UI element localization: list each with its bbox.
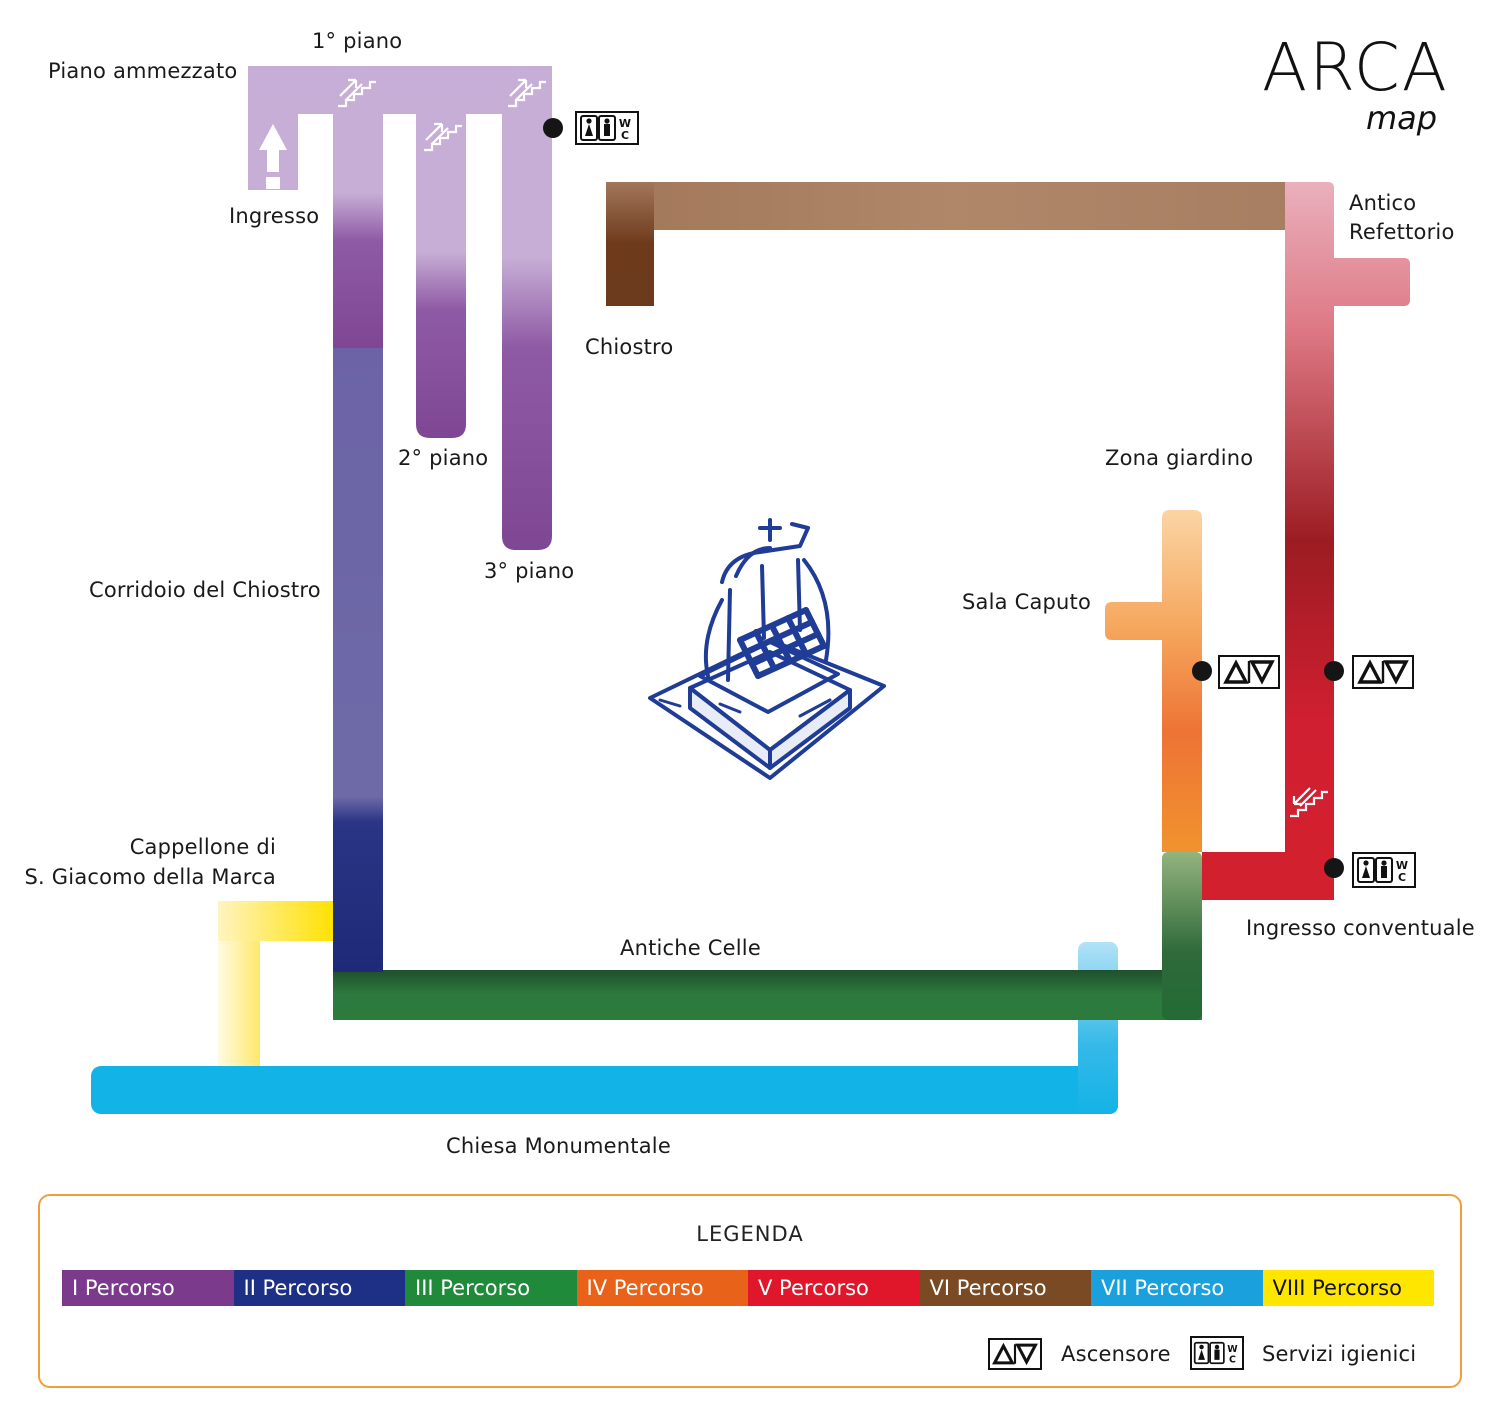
route-i-path	[248, 66, 552, 550]
legend-route-i: I Percorso	[62, 1270, 234, 1306]
svg-text:W: W	[619, 117, 631, 130]
legend-panel	[38, 1194, 1462, 1388]
label-chiesa-monumentale: Chiesa Monumentale	[446, 1134, 671, 1158]
svg-text:C: C	[621, 129, 629, 142]
svg-text:C: C	[1398, 871, 1406, 884]
toilet-icon: W C	[1352, 852, 1416, 888]
monument-icon	[648, 518, 886, 780]
label-chiostro: Chiostro	[585, 335, 674, 359]
route-viii-path	[218, 901, 334, 1066]
entrance-arrow-icon	[259, 124, 287, 189]
label-refettorio: Refettorio	[1349, 220, 1455, 244]
brand-title: ARCA	[1262, 29, 1449, 106]
legend-route-ii: II Percorso	[233, 1270, 405, 1306]
legend-route-iii: III Percorso	[405, 1270, 577, 1306]
label-ingresso: Ingresso	[229, 204, 320, 228]
label-sala-caputo: Sala Caputo	[962, 590, 1092, 614]
label-corridoio-chiostro: Corridoio del Chiostro	[89, 578, 321, 602]
stairs-icon	[338, 78, 376, 108]
toilet-marker-dot-2	[1324, 858, 1344, 878]
label-secondo-piano: 2° piano	[398, 446, 489, 470]
label-piano-ammezzato: Piano ammezzato	[48, 59, 238, 83]
legend-toilet-icon: W C	[1190, 1336, 1244, 1370]
svg-text:W: W	[1227, 1344, 1238, 1355]
legend-route-v: V Percorso	[748, 1270, 920, 1306]
label-zona-giardino: Zona giardino	[1105, 446, 1254, 470]
stairs-icon	[1290, 787, 1328, 818]
svg-text:C: C	[1229, 1354, 1236, 1365]
elevator-icon	[1218, 655, 1280, 689]
route-ii-path	[333, 346, 383, 972]
toilet-icon: W C	[575, 111, 639, 145]
legend-toilet-label: Servizi igienici	[1262, 1342, 1417, 1366]
legend-elevator-label: Ascensore	[1061, 1342, 1171, 1366]
legend-route-viii: VIII Percorso	[1262, 1270, 1434, 1306]
legend-elevator-icon	[988, 1338, 1042, 1370]
route-iv-path	[1105, 510, 1202, 852]
label-san-giacomo: S. Giacomo della Marca	[24, 865, 276, 889]
route-vi-path	[606, 182, 1300, 306]
route-v-path	[1202, 182, 1410, 900]
stairs-icon	[508, 78, 546, 108]
route-iii-path	[333, 852, 1202, 1020]
toilet-marker-dot	[543, 118, 563, 138]
legend-title: LEGENDA	[696, 1222, 804, 1246]
elevator-marker-dot-2	[1324, 661, 1344, 681]
legend-route-iv: IV Percorso	[576, 1270, 748, 1306]
legend-route-vi: VI Percorso	[919, 1270, 1091, 1306]
label-terzo-piano: 3° piano	[484, 559, 575, 583]
label-ingresso-conventuale: Ingresso conventuale	[1246, 916, 1475, 940]
label-primo-piano: 1° piano	[312, 29, 403, 53]
elevator-icon	[1352, 655, 1414, 689]
brand-subtitle: map	[1366, 99, 1438, 137]
label-antiche-celle: Antiche Celle	[620, 936, 761, 960]
svg-text:W: W	[1396, 859, 1408, 872]
label-antico: Antico	[1349, 191, 1417, 215]
legend-route-bar: I Percorso II Percorso III Percorso IV P…	[62, 1270, 1434, 1306]
elevator-marker-dot	[1192, 661, 1212, 681]
label-cappellone: Cappellone di	[129, 835, 276, 859]
legend-route-vii: VII Percorso	[1091, 1270, 1263, 1306]
stairs-icon	[424, 122, 462, 152]
